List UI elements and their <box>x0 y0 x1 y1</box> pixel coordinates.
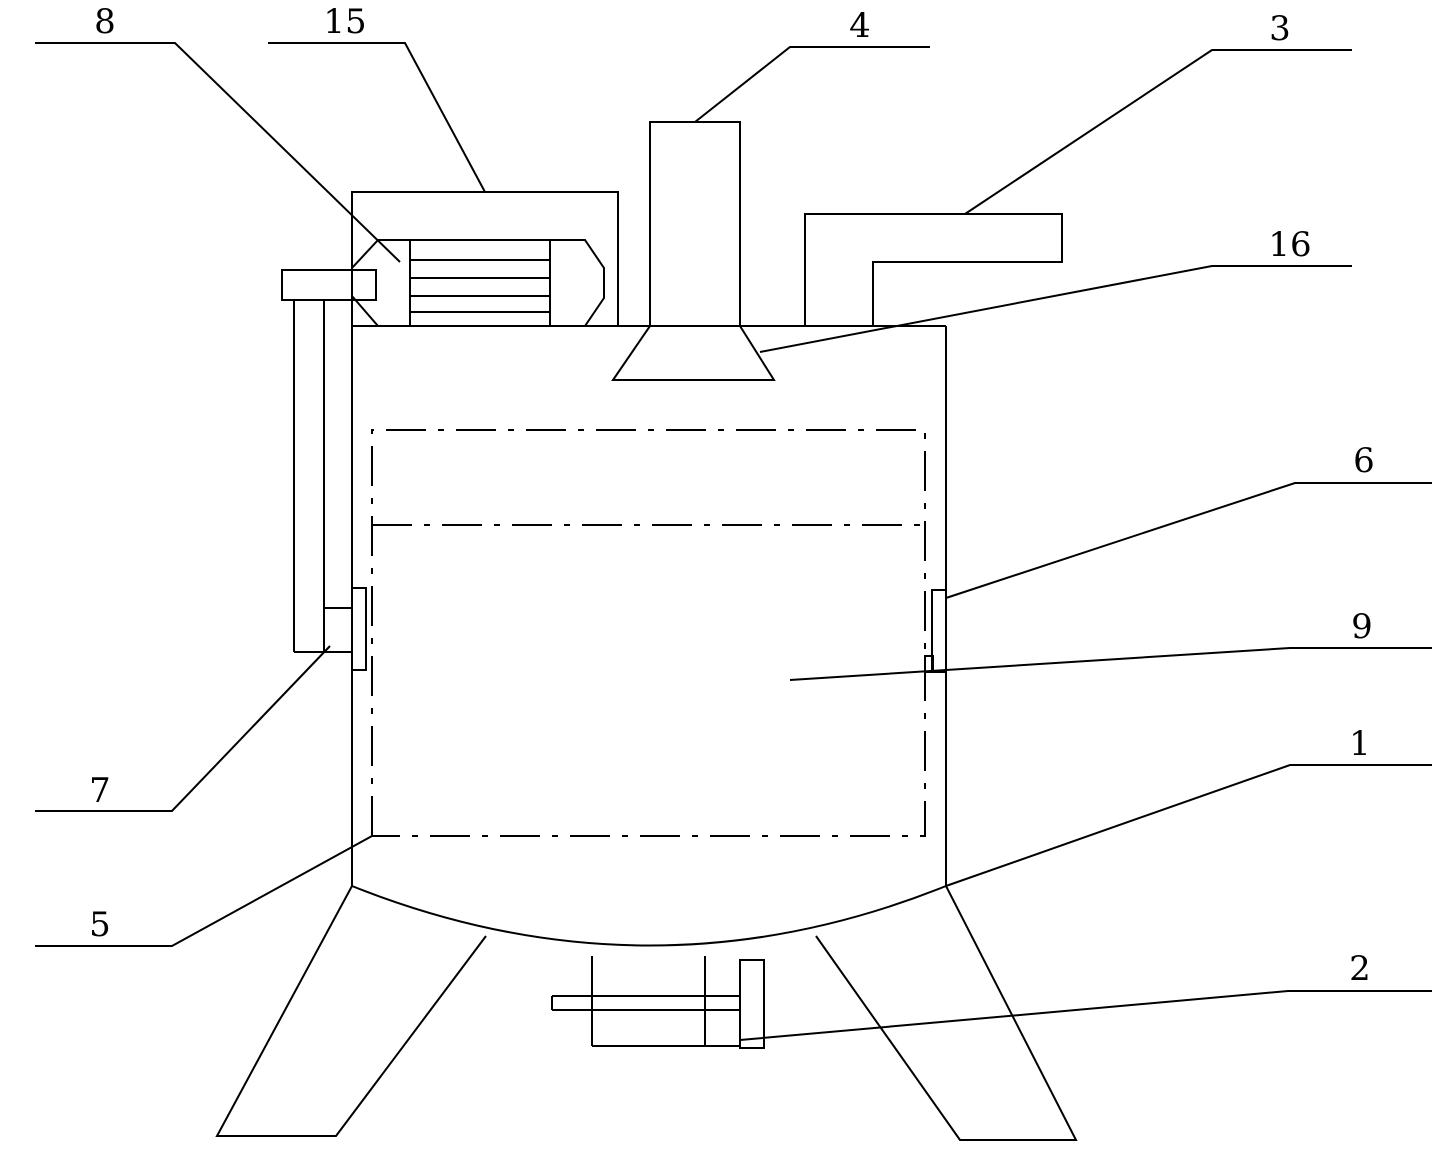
belt-drive <box>281 269 377 671</box>
diffuser-cone <box>611 325 776 381</box>
callout-4: 4 <box>849 6 871 46</box>
callout-16: 16 <box>1268 225 1311 265</box>
feed-pipe <box>649 121 741 327</box>
callout-2: 2 <box>1349 949 1371 989</box>
callout-labels: 8 15 4 3 16 6 9 7 1 5 2 <box>89 2 1375 989</box>
motor <box>351 239 605 327</box>
callout-6: 6 <box>1353 441 1375 481</box>
callout-3: 3 <box>1269 9 1291 49</box>
outlet-pipe <box>804 213 1063 326</box>
callout-7: 7 <box>89 771 111 811</box>
callout-15: 15 <box>323 2 366 42</box>
support-legs <box>215 885 1078 1141</box>
tank-body <box>351 325 947 947</box>
callout-1: 1 <box>1349 724 1371 764</box>
drain-valve <box>551 956 765 1049</box>
callout-5: 5 <box>89 905 111 945</box>
inner-basket <box>371 429 926 837</box>
callout-8: 8 <box>94 2 116 42</box>
leader-lines <box>35 42 1432 1041</box>
callout-9: 9 <box>1351 607 1373 647</box>
bearing <box>924 589 947 673</box>
